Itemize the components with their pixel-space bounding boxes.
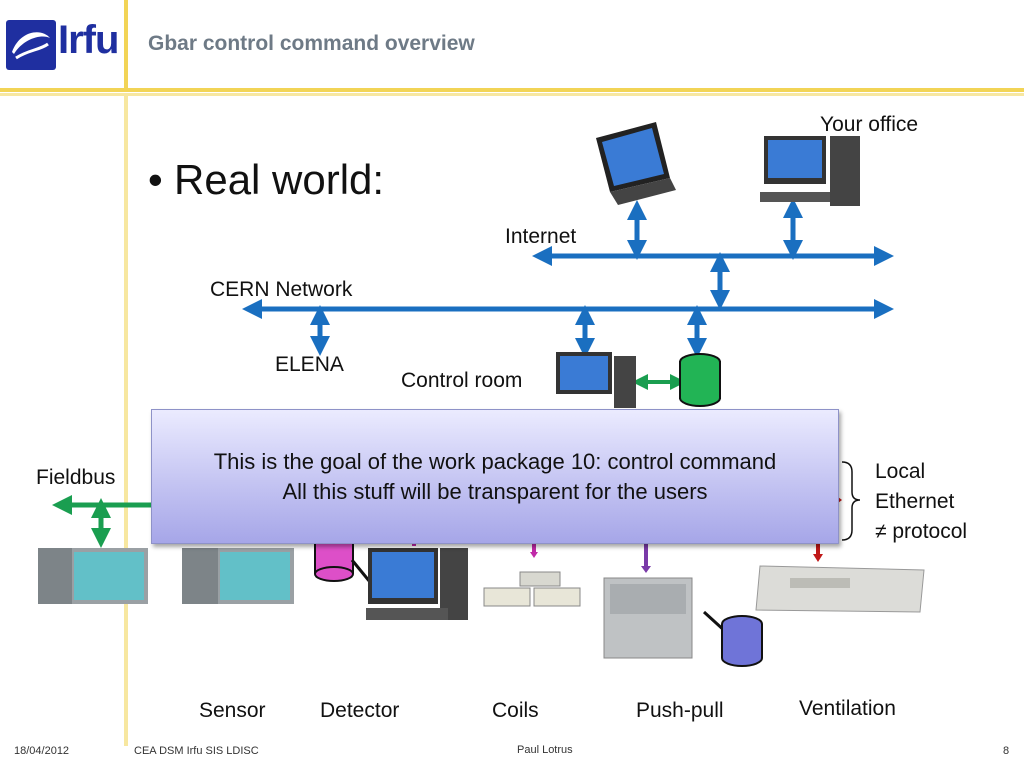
detector-database-icon [314, 542, 354, 582]
header-divider-horizontal [0, 88, 1024, 92]
ventilation-unit-icon [755, 565, 925, 613]
irfu-logo-text: Irfu [58, 18, 119, 62]
coils-instrument-icon [483, 571, 581, 607]
label-push-pull: Push-pull [636, 699, 724, 722]
label-internet: Internet [505, 225, 577, 248]
header-divider-horizontal-light [0, 93, 1024, 96]
bullet-text: Real world: [174, 156, 385, 203]
laptop-icon [596, 122, 676, 205]
detector-desktop-icon [366, 548, 468, 620]
label-coils: Coils [492, 699, 539, 722]
goal-callout-box: This is the goal of the work package 10:… [151, 409, 839, 544]
footer-page-number: 8 [1003, 745, 1010, 757]
footer-author: Paul Lotrus [517, 744, 573, 756]
office-desktop-icon [760, 136, 860, 206]
slide-title: Gbar control command overview [148, 32, 475, 55]
label-local-ethernet-2: Ethernet [875, 490, 955, 513]
irfu-logo-mark [6, 20, 56, 70]
header-divider-vertical [124, 0, 128, 90]
sensor-plc-icon [38, 548, 148, 604]
label-elena: ELENA [275, 353, 344, 376]
label-ventilation: Ventilation [799, 697, 896, 720]
label-local-ethernet-3: ≠ protocol [875, 520, 968, 543]
label-fieldbus: Fieldbus [36, 466, 116, 489]
control-room-database-icon [679, 353, 721, 407]
goal-callout-line-1: This is the goal of the work package 10:… [213, 448, 777, 474]
label-detector: Detector [320, 699, 400, 722]
footer-org: CEA DSM Irfu SIS LDISC [134, 745, 259, 757]
label-sensor: Sensor [199, 699, 266, 722]
push-pull-database-icon [721, 615, 763, 667]
bullet-real-world: •Real world: [148, 156, 384, 204]
label-your-office: Your office [820, 113, 919, 136]
content-divider-vertical [124, 96, 128, 746]
goal-callout-line-2: All this stuff will be transparent for t… [282, 478, 708, 504]
local-ethernet-brace [841, 461, 861, 541]
label-control-room: Control room [401, 369, 523, 392]
footer-date: 18/04/2012 [14, 745, 70, 757]
push-pull-crate-icon [603, 577, 693, 659]
bullet-icon: • [148, 156, 163, 203]
control-room-desktop-icon [556, 352, 636, 408]
label-local-ethernet-1: Local [875, 460, 926, 483]
label-cern-network: CERN Network [210, 278, 353, 301]
sensor-plc-2-icon [182, 548, 294, 604]
